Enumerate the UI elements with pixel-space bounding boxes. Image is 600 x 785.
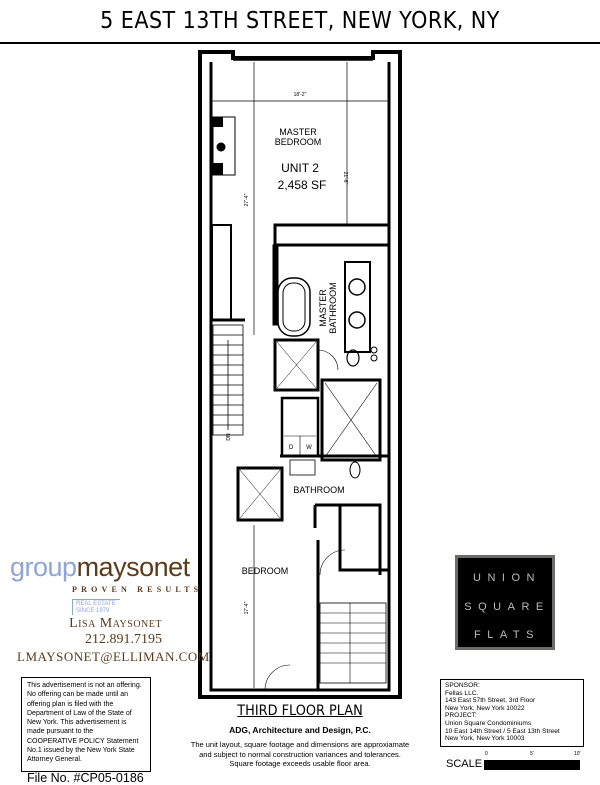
sponsor-line: SPONSOR: (445, 682, 480, 689)
inner-wall (209, 62, 391, 692)
room-label-bathroom: BATHROOM (293, 485, 344, 495)
sink-icon (348, 278, 366, 296)
note-line: Square footage exceeds usable floor area… (229, 759, 371, 768)
sponsor-line: Union Square Condominiums (445, 719, 532, 727)
brand-line: UNION (473, 572, 541, 584)
sponsor-line: Fellas LLC. (445, 689, 479, 697)
page-title: 5 EAST 13TH STREET, NEW YORK, NY (100, 8, 500, 34)
elevator (320, 378, 382, 462)
dimension-label: 27'-4" (244, 193, 250, 206)
agent-logo: groupmaysonet (10, 552, 190, 583)
room-label-master-bathroom: BATHROOM (328, 282, 338, 333)
sponsor-line: PROJECT: (445, 712, 477, 720)
scale-tick: 0 (485, 751, 488, 757)
logo-text: group (10, 552, 77, 582)
room-label-master-bedroom: MASTER (279, 127, 317, 137)
title-divider (0, 42, 600, 44)
agent-name: Lisa Maysonet (69, 616, 162, 631)
scale-label: SCALE (446, 758, 483, 770)
since-text: REAL ESTATE (76, 601, 116, 607)
stair-left (212, 324, 244, 436)
tagline: PROVEN RESULTS (72, 585, 203, 594)
washer-label: W (306, 445, 312, 451)
vanity (289, 459, 316, 476)
sponsor-line: 10 East 14th Street / 5 East 13th Street (445, 727, 560, 735)
outer-wall (198, 50, 402, 699)
scale-tick: 5' (530, 751, 534, 757)
shower (273, 338, 320, 392)
dryer-label: D (289, 445, 294, 451)
unit-label: UNIT 2 (281, 161, 319, 175)
architect: ADG, Architecture and Design, P.C. (229, 725, 371, 735)
plan-title: THIRD FLOOR PLAN (237, 703, 363, 719)
bathroom-wall (236, 454, 389, 522)
union-square-flats-logo: UNION SQUARE FLATS (455, 555, 555, 650)
closet-wall (273, 223, 391, 247)
toilet-icon (349, 461, 361, 479)
note-line: The unit layout, square footage and dime… (190, 740, 410, 749)
sponsor-line: New York, New York 10003 (445, 735, 525, 743)
room-label-master-bathroom: MASTER (318, 289, 328, 327)
fireplace-icon (216, 142, 226, 152)
since-text: SINCE 1979 (76, 608, 110, 614)
unit-area: 2,458 SF (278, 178, 327, 192)
agent-phone[interactable]: 212.891.7195 (85, 632, 162, 647)
disclaimer-text: This advertisement is not an offering. N… (27, 682, 142, 764)
note-line: and subject to normal construction varia… (199, 749, 401, 759)
bathtub (277, 277, 311, 337)
dimension-label: 21'-6" (342, 172, 348, 185)
sponsor-box: SPONSOR: Fellas LLC. 143 East 57th Stree… (440, 679, 584, 747)
brand-line: SQUARE (464, 601, 550, 613)
stair-down-label: DN (226, 433, 232, 441)
agent-email[interactable]: LMAYSONET@ELLIMAN.COM (17, 649, 210, 664)
scale-bar (484, 760, 580, 770)
toilet-icon (346, 349, 360, 367)
fireplace (212, 116, 236, 176)
brand-line: FLATS (474, 629, 540, 641)
logo-text: maysonet (76, 552, 191, 582)
sink-icon (348, 311, 366, 329)
dimension-label: 18'-2" (294, 92, 307, 98)
room-label-bedroom: BEDROOM (242, 566, 289, 576)
plan-notes: The unit layout, square footage and dime… (170, 740, 430, 769)
room-label-master-bedroom: BEDROOM (275, 137, 322, 147)
file-number: File No. #CP05-0186 (27, 770, 144, 785)
disclaimer-box: This advertisement is not an offering. N… (21, 677, 151, 785)
scale-tick: 10' (574, 751, 581, 757)
sponsor-line: 143 East 57th Street, 3rd Floor (445, 697, 536, 705)
sponsor-line: New York, New York 10022 (445, 704, 525, 712)
dimension-label: 17'-4" (244, 601, 250, 614)
